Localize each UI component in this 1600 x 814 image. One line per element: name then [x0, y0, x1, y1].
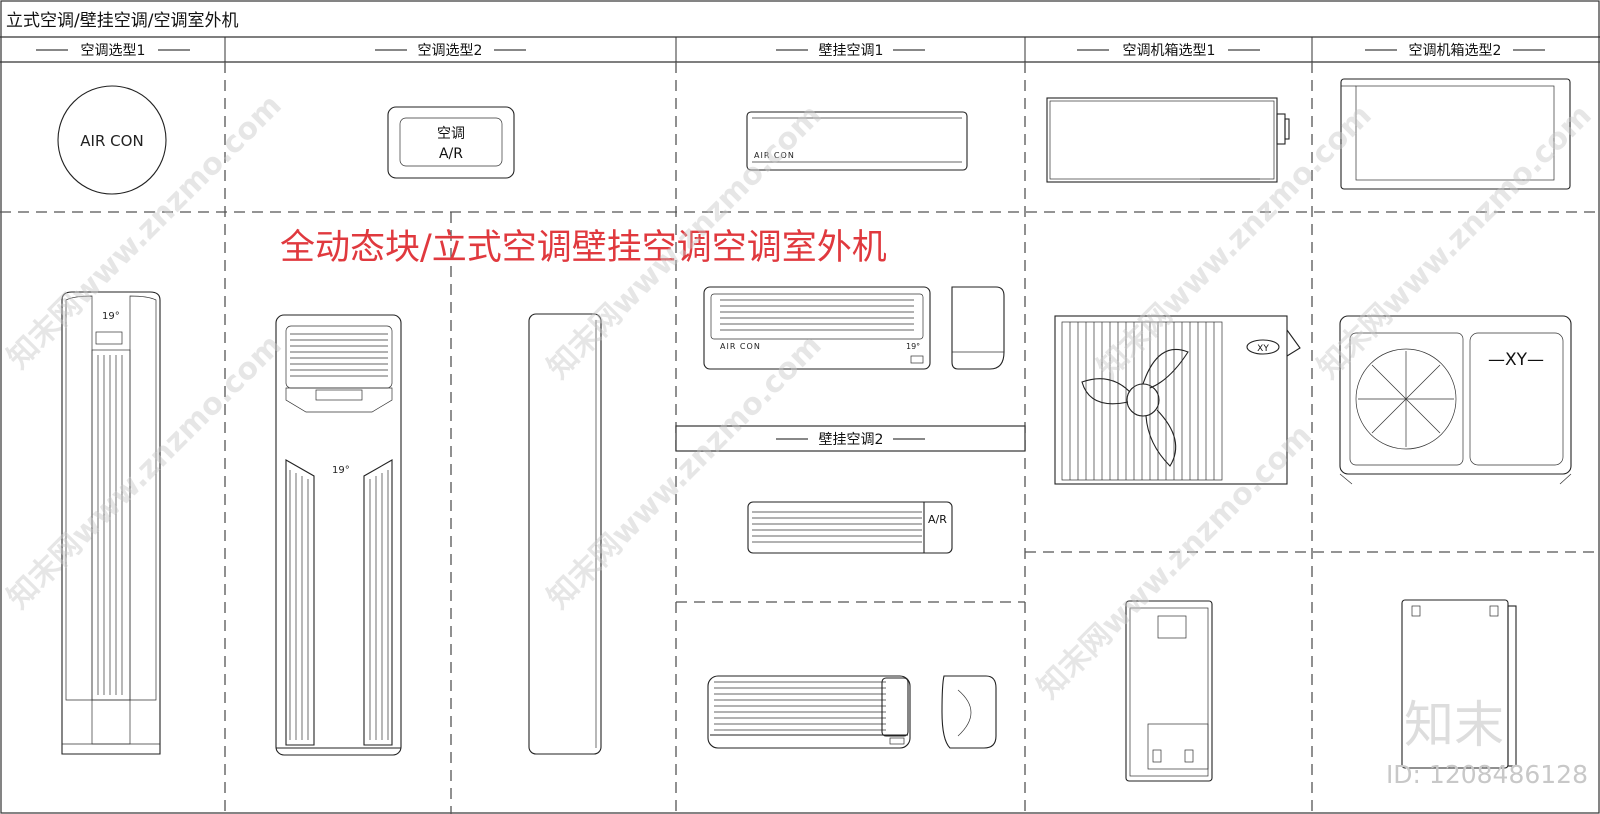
cabinet-aircon-side: [528, 313, 602, 755]
header-5: 空调机箱选型2: [1365, 43, 1545, 59]
svg-text:19°: 19°: [102, 311, 120, 322]
wall-unit-bottom: [707, 675, 911, 749]
red-caption: 全动态块/立式空调壁挂空调空调室外机: [280, 228, 887, 268]
svg-text:AIR CON: AIR CON: [754, 151, 795, 160]
svg-text:空调机箱选型2: 空调机箱选型2: [1409, 43, 1502, 59]
header-3: 壁挂空调1: [776, 43, 925, 59]
watermark-logo: 知末: [1404, 696, 1504, 754]
wall2-section-header: 壁挂空调2: [675, 425, 1026, 452]
svg-text:知末网www.znzmo.com: 知末网www.znzmo.com: [1, 328, 289, 616]
svg-text:空调选型1: 空调选型1: [81, 43, 146, 59]
wall-unit-bottom-side: [941, 675, 997, 749]
svg-text:—XY—: —XY—: [1488, 350, 1544, 370]
wall-unit-1-front: AIR CON: [746, 111, 968, 171]
outdoor-side-2: [1401, 599, 1517, 769]
svg-text:知末网www.znzmo.com: 知末网www.znzmo.com: [1, 88, 289, 376]
outdoor-box-1-top: [1046, 97, 1290, 183]
svg-text:AIR CON: AIR CON: [80, 132, 143, 150]
svg-text:A/R: A/R: [928, 513, 947, 526]
wall-unit-large-front: AIR CON 19°: [703, 286, 931, 370]
watermark-id: ID: 1208486128: [1386, 760, 1588, 789]
header-2: 空调选型2: [375, 43, 526, 59]
svg-text:知末网www.znzmo.com: 知末网www.znzmo.com: [541, 328, 829, 616]
svg-text:壁挂空调1: 壁挂空调1: [819, 43, 884, 59]
cabinet-aircon: 19°: [275, 314, 402, 756]
outdoor-unit-2: —XY—: [1339, 315, 1572, 485]
outdoor-unit-1: XY: [1054, 315, 1301, 485]
svg-text:19°: 19°: [332, 465, 350, 476]
svg-text:空调选型2: 空调选型2: [418, 43, 483, 59]
header-1: 空调选型1: [36, 43, 190, 59]
outdoor-side-1: [1125, 600, 1213, 782]
tower-aircon-1: 19°: [61, 291, 161, 755]
svg-text:空调: 空调: [437, 126, 465, 142]
header-4: 空调机箱选型1: [1077, 43, 1260, 59]
svg-text:A/R: A/R: [439, 146, 463, 162]
wall-unit-large-side: [951, 286, 1005, 370]
svg-text:壁挂空调2: 壁挂空调2: [819, 432, 884, 448]
ar-panel-symbol: 空调 A/R: [387, 106, 515, 179]
round-aircon-symbol: AIR CON: [57, 85, 167, 195]
svg-text:AIR CON: AIR CON: [720, 342, 761, 351]
svg-text:空调机箱选型1: 空调机箱选型1: [1123, 43, 1216, 59]
svg-text:知末网www.znzmo.com: 知末网www.znzmo.com: [1031, 418, 1319, 706]
sheet-title: 立式空调/壁挂空调/空调室外机: [6, 11, 238, 31]
svg-text:XY: XY: [1257, 344, 1269, 354]
wall-unit-small: A/R: [747, 501, 953, 554]
outdoor-box-2-top: [1340, 78, 1571, 190]
svg-text:19°: 19°: [906, 342, 920, 351]
